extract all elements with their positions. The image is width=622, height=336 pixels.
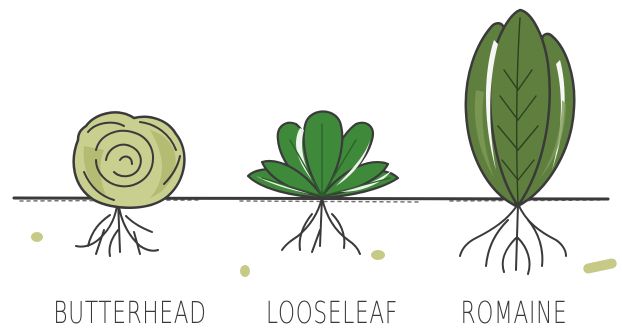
looseleaf-lettuce-icon (248, 112, 398, 255)
label-looseleaf: LOOSELEAF (253, 294, 411, 334)
seed-dot (371, 250, 385, 260)
butterhead-lettuce-icon (74, 112, 185, 256)
seed-dot (240, 265, 250, 277)
romaine-lettuce-icon (460, 10, 574, 274)
label-romaine: ROMAINE (435, 294, 593, 334)
seed-dot (582, 258, 617, 275)
seed-dot (31, 232, 43, 242)
label-butterhead: BUTTERHEAD (51, 294, 209, 334)
